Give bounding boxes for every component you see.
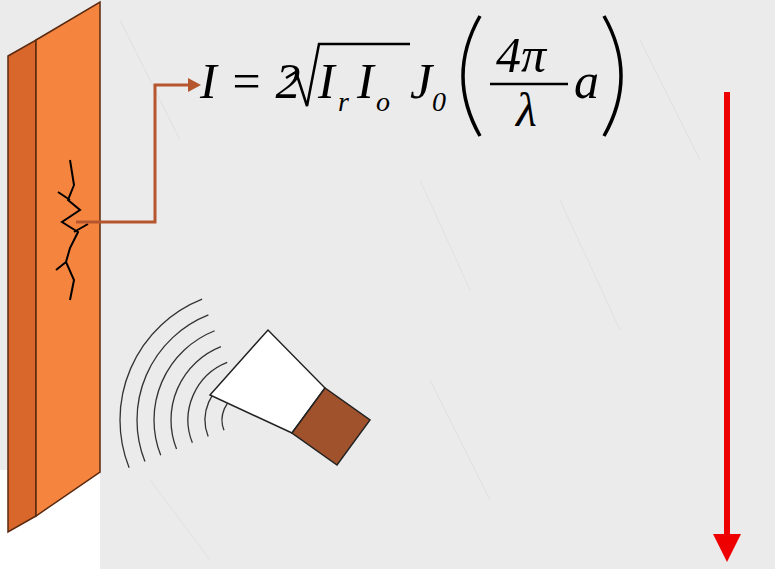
plate-face bbox=[36, 2, 100, 516]
leader-arrowhead bbox=[188, 78, 201, 92]
speaker-magnet bbox=[292, 388, 370, 465]
equation-term: a bbox=[574, 56, 599, 106]
equation-term: J bbox=[410, 56, 432, 106]
background-texture bbox=[120, 20, 700, 560]
sound-wave bbox=[137, 315, 208, 462]
crack bbox=[56, 160, 88, 300]
red-arrow bbox=[724, 92, 730, 538]
leader-arrow bbox=[76, 85, 190, 222]
fraction-bar bbox=[490, 83, 568, 86]
red-arrowhead bbox=[713, 534, 741, 562]
sound-wave bbox=[120, 299, 202, 468]
equation-term: r bbox=[338, 88, 349, 116]
equation-term: 0 bbox=[432, 88, 446, 116]
left-parenthesis bbox=[463, 16, 480, 136]
right-parenthesis bbox=[604, 16, 621, 136]
sound-wave bbox=[154, 331, 215, 456]
equation-term: λ bbox=[516, 86, 537, 134]
equation-term: I = 2 bbox=[200, 56, 300, 106]
equation-term: 4π bbox=[496, 30, 546, 80]
equation-term: o bbox=[376, 88, 390, 116]
sound-wave bbox=[171, 347, 221, 450]
sound-wave bbox=[188, 362, 227, 442]
equation-term: I bbox=[357, 56, 374, 106]
equation-term: I bbox=[318, 56, 335, 106]
plate-side bbox=[8, 40, 36, 532]
